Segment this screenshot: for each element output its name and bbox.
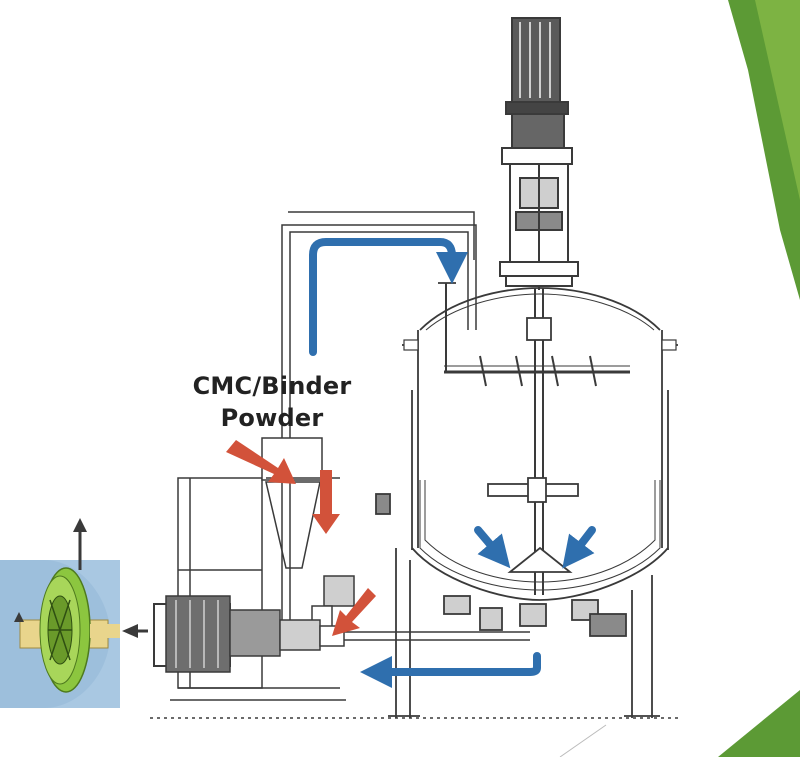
powder-label-line-2: Powder: [220, 404, 324, 432]
outlet-flow-arrow-left: [474, 526, 511, 569]
pump-icon: [229, 609, 281, 657]
agitator-drive: [499, 17, 579, 290]
piping: [281, 211, 530, 641]
outlet-flow-arrow-right: [562, 526, 596, 569]
return-flow-arrow: [309, 238, 468, 356]
slide-accent: [559, 0, 800, 757]
mixing-tank: [375, 282, 678, 718]
tank-nozzles: [403, 339, 677, 351]
powder-arrow-2: [312, 470, 340, 534]
powder-arrows: [226, 440, 376, 636]
recirculation-flow-arrow: [360, 652, 541, 688]
powder-arrow-3: [332, 588, 376, 636]
powder-label-line-1: CMC/Binder: [192, 372, 352, 400]
rotor-stator-mixer-icon: [0, 518, 148, 708]
powder-arrow-1: [226, 440, 296, 484]
powder-induction-skid: [150, 437, 680, 719]
flow-arrows: [309, 238, 596, 688]
